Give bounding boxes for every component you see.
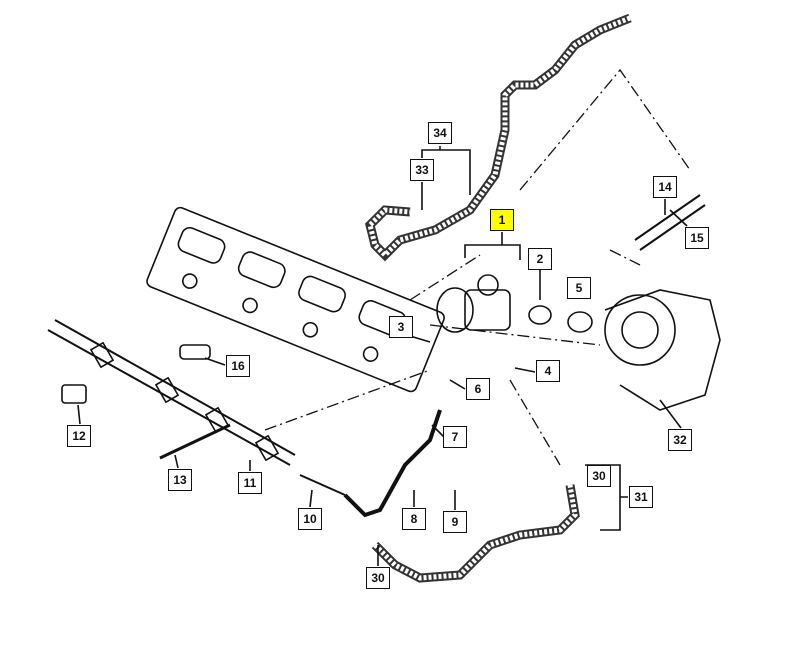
intake-gasket [146, 206, 445, 393]
callout-1-highlighted[interactable]: 1 [490, 209, 514, 231]
callout-34[interactable]: 34 [428, 122, 452, 144]
high-pressure-pump [436, 274, 511, 333]
callout-6[interactable]: 6 [466, 378, 490, 400]
bracket-1 [464, 232, 521, 260]
bracket-34 [421, 146, 471, 195]
o-ring [528, 305, 552, 325]
callout-13[interactable]: 13 [168, 469, 192, 491]
fuel-rail [47, 319, 296, 466]
drive-coupling [567, 311, 593, 333]
pressure-sensor [61, 384, 87, 404]
callout-33[interactable]: 33 [410, 159, 434, 181]
callout-3[interactable]: 3 [389, 316, 413, 338]
callout-9[interactable]: 9 [443, 511, 467, 533]
callout-15[interactable]: 15 [685, 227, 709, 249]
callout-5[interactable]: 5 [567, 277, 591, 299]
callout-30-upper[interactable]: 30 [587, 465, 611, 487]
bolt [159, 423, 231, 460]
callout-7[interactable]: 7 [443, 426, 467, 448]
callout-11[interactable]: 11 [238, 472, 262, 494]
callout-31[interactable]: 31 [629, 486, 653, 508]
fuel-pipe [343, 409, 442, 518]
callout-14[interactable]: 14 [653, 176, 677, 198]
callout-2[interactable]: 2 [528, 248, 552, 270]
callout-32[interactable]: 32 [668, 429, 692, 451]
engine-housing [604, 289, 721, 411]
callout-30-lower[interactable]: 30 [366, 567, 390, 589]
callout-12[interactable]: 12 [67, 425, 91, 447]
callout-16[interactable]: 16 [226, 355, 250, 377]
callout-8[interactable]: 8 [402, 508, 426, 530]
callout-10[interactable]: 10 [298, 508, 322, 530]
callout-4[interactable]: 4 [536, 360, 560, 382]
